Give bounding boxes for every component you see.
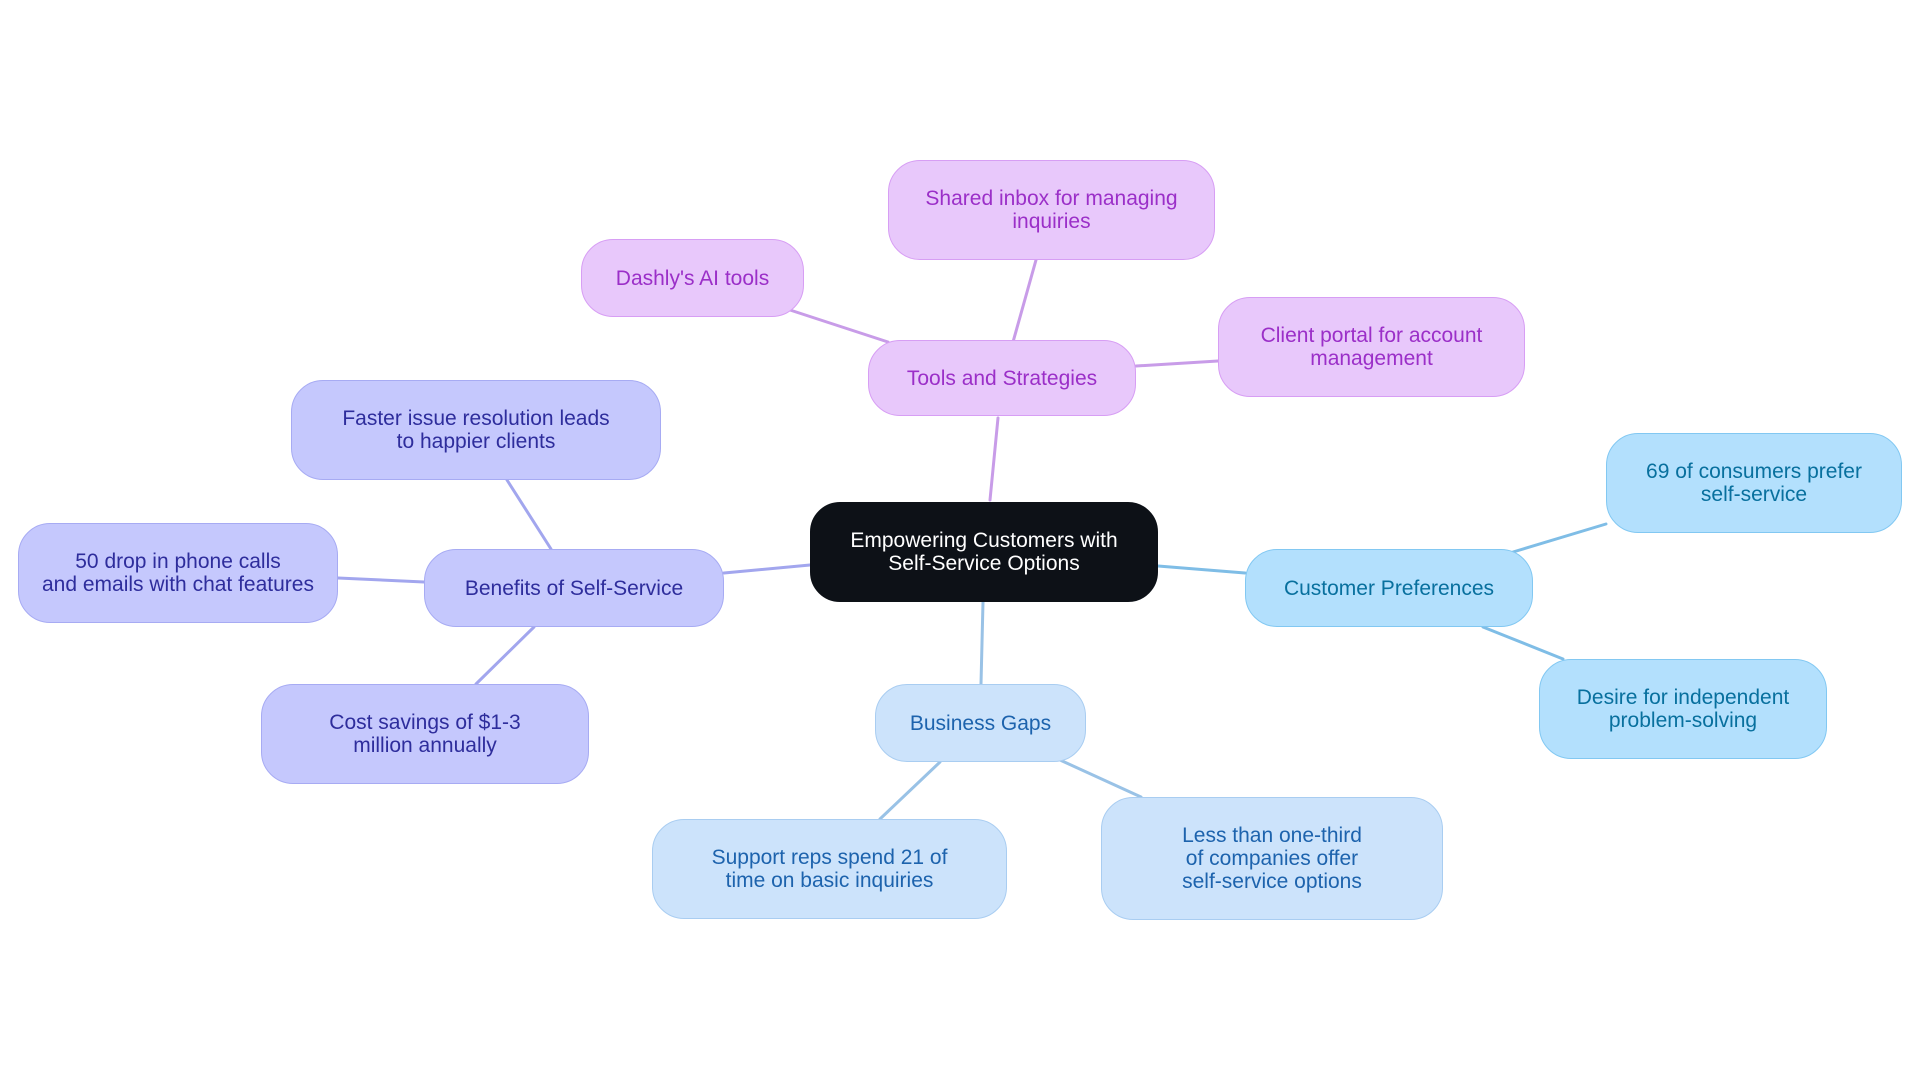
branch-node-benefits[interactable]: Benefits of Self-Service [424,549,724,627]
leaf-node-dashly-label: Dashly's AI tools [615,266,770,290]
edge-desire [1481,625,1565,661]
edge-third [1058,758,1143,799]
edge-pct69 [1511,522,1608,554]
edge-savings [474,625,536,686]
branch-node-gaps[interactable]: Business Gaps [875,684,1086,762]
leaf-node-dashly[interactable]: Dashly's AI tools [581,239,804,317]
edge-benefits [722,563,812,575]
branch-node-tools[interactable]: Tools and Strategies [868,340,1136,416]
edge-gaps [979,600,985,686]
edge-inbox [1011,258,1038,344]
edge-drop [336,576,426,584]
branch-node-benefits-label: Benefits of Self-Service [464,576,684,600]
edge-dashly [788,308,890,344]
edge-prefs [1156,564,1247,575]
edge-faster [505,478,553,551]
branch-node-prefs[interactable]: Customer Preferences [1245,549,1533,627]
edge-tools [988,416,1000,502]
edge-reps [878,760,942,821]
branch-node-prefs-label: Customer Preferences [1283,576,1495,600]
branch-node-gaps-label: Business Gaps [909,711,1052,735]
branch-node-tools-label: Tools and Strategies [906,366,1098,390]
edge-portal [1134,359,1220,368]
